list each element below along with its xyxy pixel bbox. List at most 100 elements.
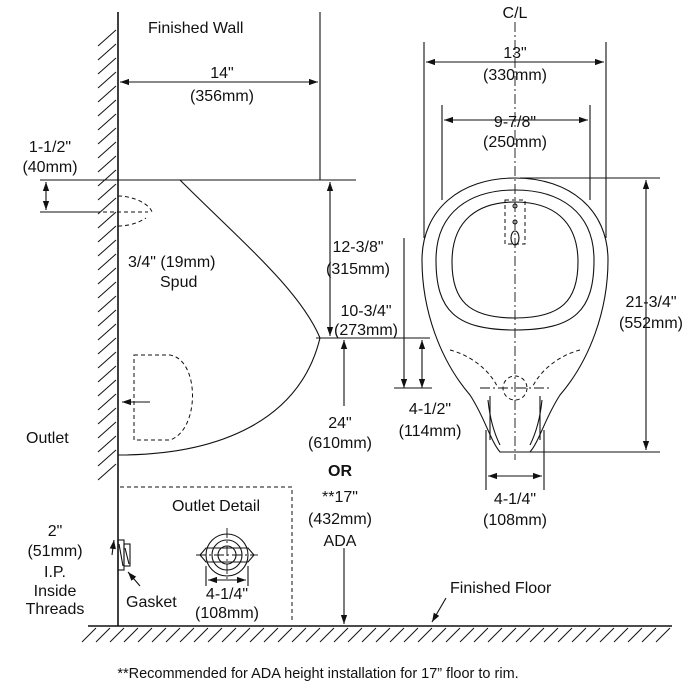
floor-hatch-line bbox=[95, 627, 111, 643]
wall-hatch-line bbox=[97, 141, 117, 159]
wall-hatch-line bbox=[97, 169, 117, 187]
wall-hatch-line bbox=[97, 127, 117, 145]
wall-hatch-line bbox=[97, 43, 117, 61]
floor-hatch-line bbox=[473, 627, 489, 643]
floor-hatch-line bbox=[431, 627, 447, 643]
floor-hatch-line bbox=[235, 627, 251, 643]
spud-size-label: 3/4" (19mm) bbox=[128, 254, 215, 271]
finished-floor-leader bbox=[431, 597, 447, 623]
floor-hatch-line bbox=[81, 627, 97, 643]
floor-hatch-line bbox=[305, 627, 321, 643]
floor-hatch-line bbox=[571, 627, 587, 643]
floor-hatch-line bbox=[585, 627, 601, 643]
wall-hatch-line bbox=[97, 407, 117, 425]
floor-hatch-line bbox=[347, 627, 363, 643]
wall-hatch-line bbox=[97, 421, 117, 439]
wall-hatch-line bbox=[97, 71, 117, 89]
bowl-width-dimension-mm: (250mm) bbox=[483, 134, 547, 151]
finished-floor bbox=[81, 625, 672, 643]
standard-height-dimension-in: 24" bbox=[328, 415, 351, 432]
wall-hatch-line bbox=[97, 211, 117, 229]
footnote: **Recommended for ADA height installatio… bbox=[117, 666, 518, 682]
floor-hatch-line bbox=[487, 627, 503, 643]
wall-hatch-line bbox=[97, 253, 117, 271]
wall-hatch-line bbox=[97, 351, 117, 369]
floor-hatch-line bbox=[137, 627, 153, 643]
floor-hatch-line bbox=[627, 627, 643, 643]
wall-hatch-line bbox=[97, 337, 117, 355]
floor-hatch-line bbox=[613, 627, 629, 643]
floor-hatch-line bbox=[389, 627, 405, 643]
spud-offset-dimension-mm: (40mm) bbox=[22, 159, 77, 176]
floor-hatch-line bbox=[599, 627, 615, 643]
ada-height-dimension-in: **17" bbox=[322, 489, 358, 506]
floor-hatch-line bbox=[319, 627, 335, 643]
floor-hatch-line bbox=[655, 627, 671, 643]
depth-dimension-in: 14" bbox=[210, 65, 233, 82]
wall-hatch-line bbox=[97, 225, 117, 243]
wall-hatch-line bbox=[97, 393, 117, 411]
wall-hatch-line bbox=[97, 309, 117, 327]
wall-hatch-line bbox=[97, 197, 117, 215]
outlet-detail-dimension-in: 4-1/4" bbox=[206, 586, 248, 603]
spud-label: Spud bbox=[160, 274, 197, 291]
outlet-detail-dimension-mm: (108mm) bbox=[195, 605, 259, 622]
lip-to-outlet-dimension-mm: (273mm) bbox=[334, 322, 398, 339]
wall-hatch-line bbox=[97, 113, 117, 131]
wall-hatch-line bbox=[97, 295, 117, 313]
wall-hatch-line bbox=[97, 449, 117, 467]
floor-hatch-line bbox=[501, 627, 517, 643]
outlet-to-lip-dimension-in: 4-1/2" bbox=[409, 401, 451, 418]
centerline-label: C/L bbox=[503, 5, 528, 22]
floor-hatching bbox=[81, 627, 671, 643]
floor-hatch-line bbox=[515, 627, 531, 643]
bracket-spacing-dimension-mm: (108mm) bbox=[483, 512, 547, 529]
floor-hatch-line bbox=[165, 627, 181, 643]
wall-hatch-line bbox=[97, 99, 117, 117]
floor-hatch-line bbox=[445, 627, 461, 643]
floor-hatch-line bbox=[459, 627, 475, 643]
or-label: OR bbox=[328, 463, 352, 480]
wall-hatch-line bbox=[97, 57, 117, 75]
wall-hatch-line bbox=[97, 85, 117, 103]
ip-label-2: Inside bbox=[34, 583, 77, 600]
floor-hatch-line bbox=[375, 627, 391, 643]
floor-hatch-line bbox=[151, 627, 167, 643]
wall-hatch-line bbox=[97, 323, 117, 341]
outlet-size-dimension-mm: (51mm) bbox=[27, 543, 82, 560]
wall-hatch-line bbox=[97, 239, 117, 257]
bowl-width-dimension-in: 9-7/8" bbox=[494, 114, 536, 131]
ip-label-1: I.P. bbox=[44, 564, 66, 581]
wall-hatch-line bbox=[97, 379, 117, 397]
wall-hatching bbox=[97, 29, 117, 481]
spud-offset-dimension-in: 1-1/2" bbox=[29, 139, 71, 156]
finished-floor-label: Finished Floor bbox=[450, 580, 552, 597]
floor-hatch-line bbox=[249, 627, 265, 643]
floor-hatch-line bbox=[557, 627, 573, 643]
lip-to-outlet-dimension-in: 10-3/4" bbox=[340, 303, 391, 320]
floor-hatch-line bbox=[179, 627, 195, 643]
floor-hatch-line bbox=[417, 627, 433, 643]
front-view-urinal bbox=[421, 22, 660, 490]
floor-hatch-line bbox=[109, 627, 125, 643]
wall-hatch-line bbox=[97, 155, 117, 173]
bracket-spacing-dimension-in: 4-1/4" bbox=[494, 491, 536, 508]
rim-to-lip-dimension-in: 12-3/8" bbox=[332, 239, 383, 256]
standard-height-dimension-mm: (610mm) bbox=[308, 435, 372, 452]
floor-hatch-line bbox=[221, 627, 237, 643]
wall-hatch-line bbox=[97, 463, 117, 481]
floor-hatch-line bbox=[193, 627, 209, 643]
depth-dimension-mm: (356mm) bbox=[190, 88, 254, 105]
ip-label-3: Threads bbox=[26, 601, 85, 618]
wall-hatch-line bbox=[97, 267, 117, 285]
outlet-label: Outlet bbox=[26, 430, 69, 447]
outlet-size-dimension-in: 2" bbox=[48, 523, 63, 540]
finished-wall-label: Finished Wall bbox=[148, 20, 243, 37]
floor-hatch-line bbox=[277, 627, 293, 643]
side-view-urinal bbox=[96, 179, 321, 456]
floor-hatch-line bbox=[403, 627, 419, 643]
gasket-label: Gasket bbox=[126, 594, 177, 611]
wall-hatch-line bbox=[97, 29, 117, 47]
ada-height-dimension-mm: (432mm) bbox=[308, 511, 372, 528]
